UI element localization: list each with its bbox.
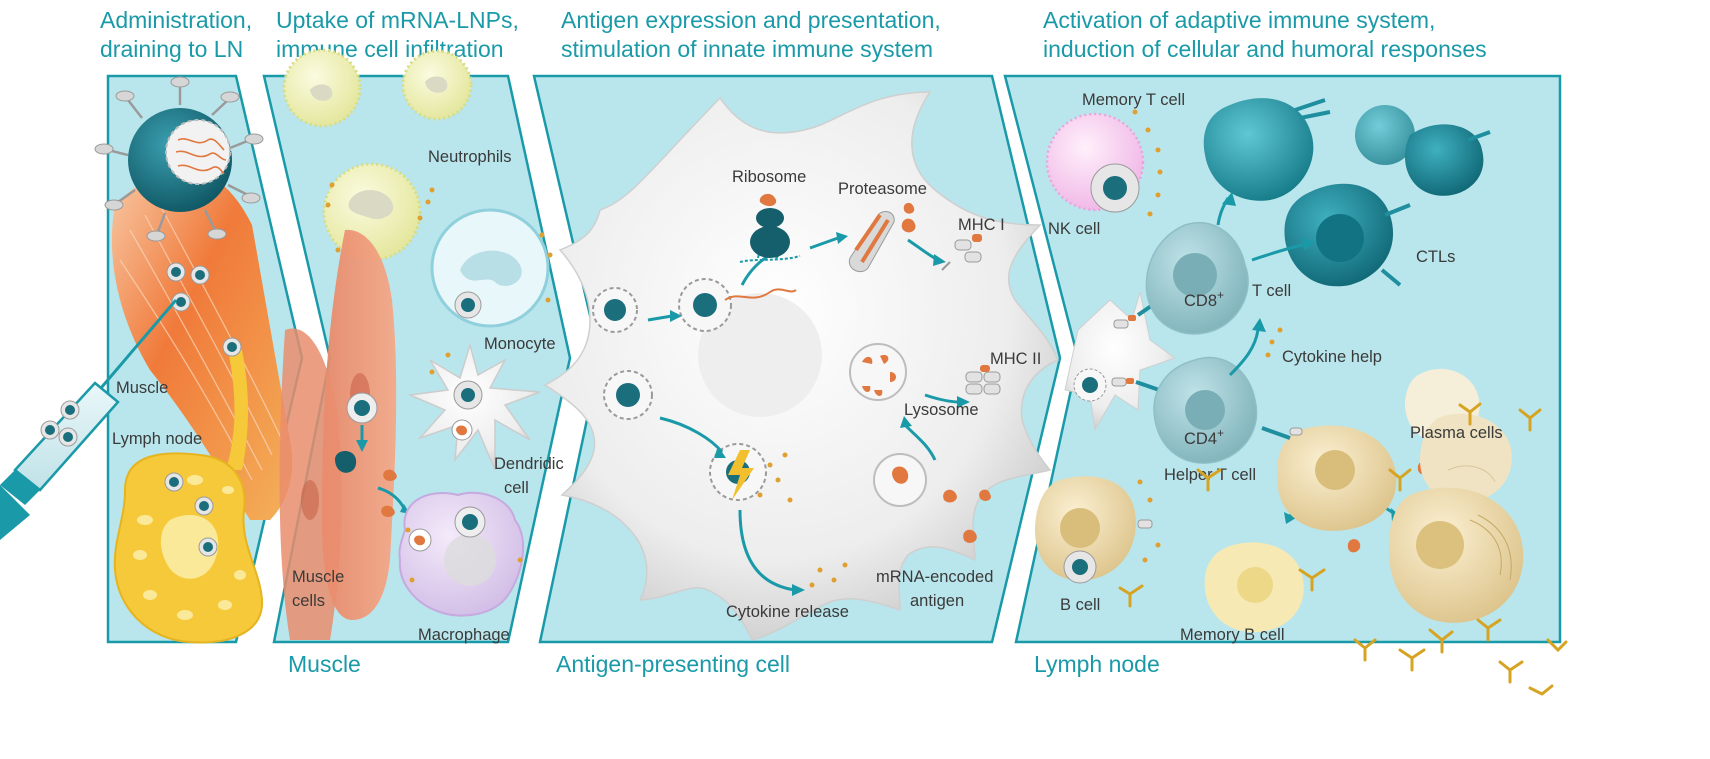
lnp-small-icons xyxy=(164,262,242,557)
panel3-content: Ribosome Proteasome MHC I MHC II xyxy=(543,91,1059,641)
header-panel4-line2: induction of cellular and humoral respon… xyxy=(1043,36,1487,62)
label-muscle: Muscle xyxy=(116,379,168,397)
lysosome-icon xyxy=(849,343,907,401)
label-mhc1: MHC I xyxy=(958,216,1005,234)
memory-t-cell xyxy=(1203,98,1331,201)
neutrophil-cell xyxy=(282,48,473,262)
footer-muscle: Muscle xyxy=(288,651,361,677)
footer-apc: Antigen-presenting cell xyxy=(556,651,790,677)
label-cd4: CD4+ xyxy=(1184,426,1224,448)
label-lysosome: Lysosome xyxy=(904,401,979,419)
nk-cell xyxy=(1045,112,1145,213)
label-ctls: CTLs xyxy=(1416,248,1455,266)
lymph-vessel xyxy=(226,350,248,470)
label-neutrophils: Neutrophils xyxy=(428,148,511,166)
cytokine-dots-p2 xyxy=(325,182,553,583)
monocyte-cell xyxy=(430,208,550,328)
cd8-t-cell xyxy=(1145,221,1249,335)
label-cytokine-help: Cytokine help xyxy=(1282,348,1382,366)
ctl-cells xyxy=(1284,105,1491,287)
antibody-icons xyxy=(1118,402,1568,696)
syringe-icon xyxy=(0,299,178,540)
footer-lymph-node: Lymph node xyxy=(1034,651,1160,677)
lnp-large-icon xyxy=(94,76,264,242)
proteasome-icon xyxy=(848,202,916,273)
label-muscle-cells-line2: cells xyxy=(292,592,325,610)
muscle-cells-shape xyxy=(279,229,397,640)
label-dendritic-line2: cell xyxy=(504,479,529,497)
ribosome-small-icon xyxy=(335,451,357,473)
header-panel3-line1: Antigen expression and presentation, xyxy=(561,7,941,33)
label-nk: NK cell xyxy=(1048,220,1100,238)
header-panel1-line1: Administration, xyxy=(100,7,252,33)
label-antigen-line1: mRNA-encoded xyxy=(876,568,993,586)
ribosome-icon xyxy=(739,193,801,263)
plasma-cells xyxy=(1404,368,1512,503)
header-panel2-line1: Uptake of mRNA-LNPs, xyxy=(276,7,519,33)
label-dendritic-line1: Dendridic xyxy=(494,455,564,473)
antigen-icons xyxy=(943,489,991,543)
label-antigen-line2: antigen xyxy=(910,592,964,610)
header-panel4-line1: Activation of adaptive immune system, xyxy=(1043,7,1435,33)
label-cytokine-release: Cytokine release xyxy=(726,603,849,621)
label-mhc2: MHC II xyxy=(990,350,1041,368)
label-memory-b: Memory B cell xyxy=(1180,626,1285,644)
label-muscle-cells-line1: Muscle xyxy=(292,568,344,586)
macrophage-cell xyxy=(398,491,525,617)
dendritic-cell xyxy=(407,342,541,471)
label-proteasome: Proteasome xyxy=(838,180,927,198)
label-macrophage: Macrophage xyxy=(418,626,510,644)
label-t-cell: T cell xyxy=(1252,282,1291,300)
header-panel2: Uptake of mRNA-LNPs, immune cell infiltr… xyxy=(276,7,519,62)
header-panel3-line2: stimulation of innate immune system xyxy=(561,36,933,62)
header-panel3: Antigen expression and presentation, sti… xyxy=(561,7,941,62)
b-cell-naive xyxy=(1035,476,1153,584)
cd4-t-cell xyxy=(1153,356,1258,464)
label-plasma: Plasma cells xyxy=(1410,424,1503,442)
panel2-content: Neutrophils Monocyte Muscle cells xyxy=(279,48,564,644)
label-memory-t: Memory T cell xyxy=(1082,91,1185,109)
label-cd8: CD8+ xyxy=(1184,288,1224,310)
mhc1-icon xyxy=(941,234,982,271)
label-monocyte: Monocyte xyxy=(484,335,556,353)
label-lymph-node: Lymph node xyxy=(112,430,202,448)
header-panel1-line2: draining to LN xyxy=(100,36,243,62)
label-b-cell: B cell xyxy=(1060,596,1100,614)
header-panel1: Administration, draining to LN xyxy=(100,7,252,62)
panel1-content: Muscle Lymph node xyxy=(0,76,293,644)
memory-b-cell xyxy=(1204,542,1304,633)
endosome-lnps xyxy=(592,278,797,501)
label-ribosome: Ribosome xyxy=(732,168,806,186)
header-panel4: Activation of adaptive immune system, in… xyxy=(1043,7,1487,62)
plasma-cell-large xyxy=(1388,487,1524,623)
cytokine-dots-p4 xyxy=(1132,109,1283,563)
mhc2-icon xyxy=(965,365,1001,395)
cytokine-dots-p3 xyxy=(757,452,848,588)
panel4-content: Memory T cell NK cell CD8+ T cell CTLs C… xyxy=(1035,91,1568,696)
